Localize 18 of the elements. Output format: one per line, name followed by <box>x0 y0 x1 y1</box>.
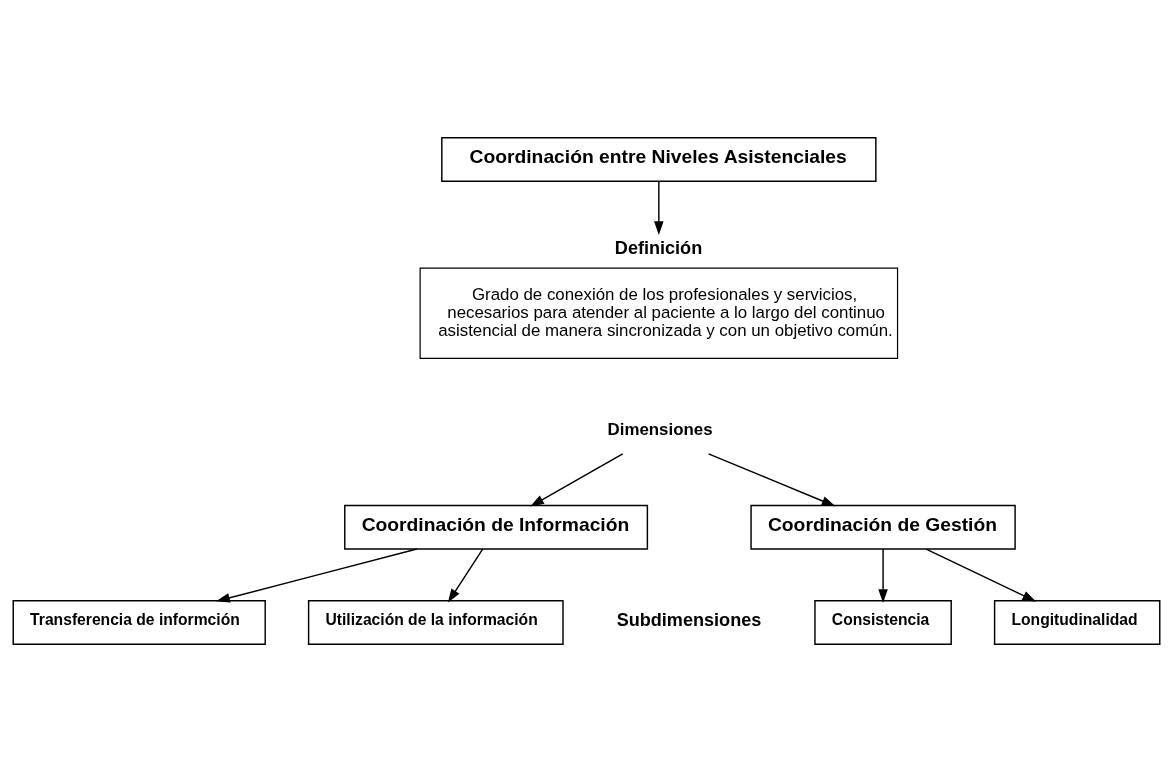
arrow <box>878 548 888 603</box>
arrow <box>530 453 624 507</box>
arrow <box>447 548 484 603</box>
arrow <box>925 548 1037 602</box>
node-text: Dimensiones <box>607 420 713 440</box>
arrow <box>654 180 664 235</box>
node-box: Consistencia <box>814 600 952 645</box>
node-box: Coordinación de Gestión <box>750 504 1016 550</box>
arrow <box>707 453 836 507</box>
node-box: Utilización de la información <box>307 600 564 645</box>
arrow <box>216 548 418 603</box>
node-box: Grado de conexión de los profesionales y servicios, necesarios para atender al paciente a lo largo del continuo asistencial de manera sincronizada y con un objetivo común. <box>419 267 899 360</box>
node-box: Longitudinalidad <box>993 600 1161 645</box>
node-box: Coordinación entre Niveles Asistenciales <box>441 137 877 182</box>
node-label: Definición <box>614 237 703 258</box>
node-box: Coordinación de Información <box>344 504 649 550</box>
label: Subdimensiones <box>616 609 762 630</box>
node-box: Transferencia de informción <box>12 600 266 645</box>
